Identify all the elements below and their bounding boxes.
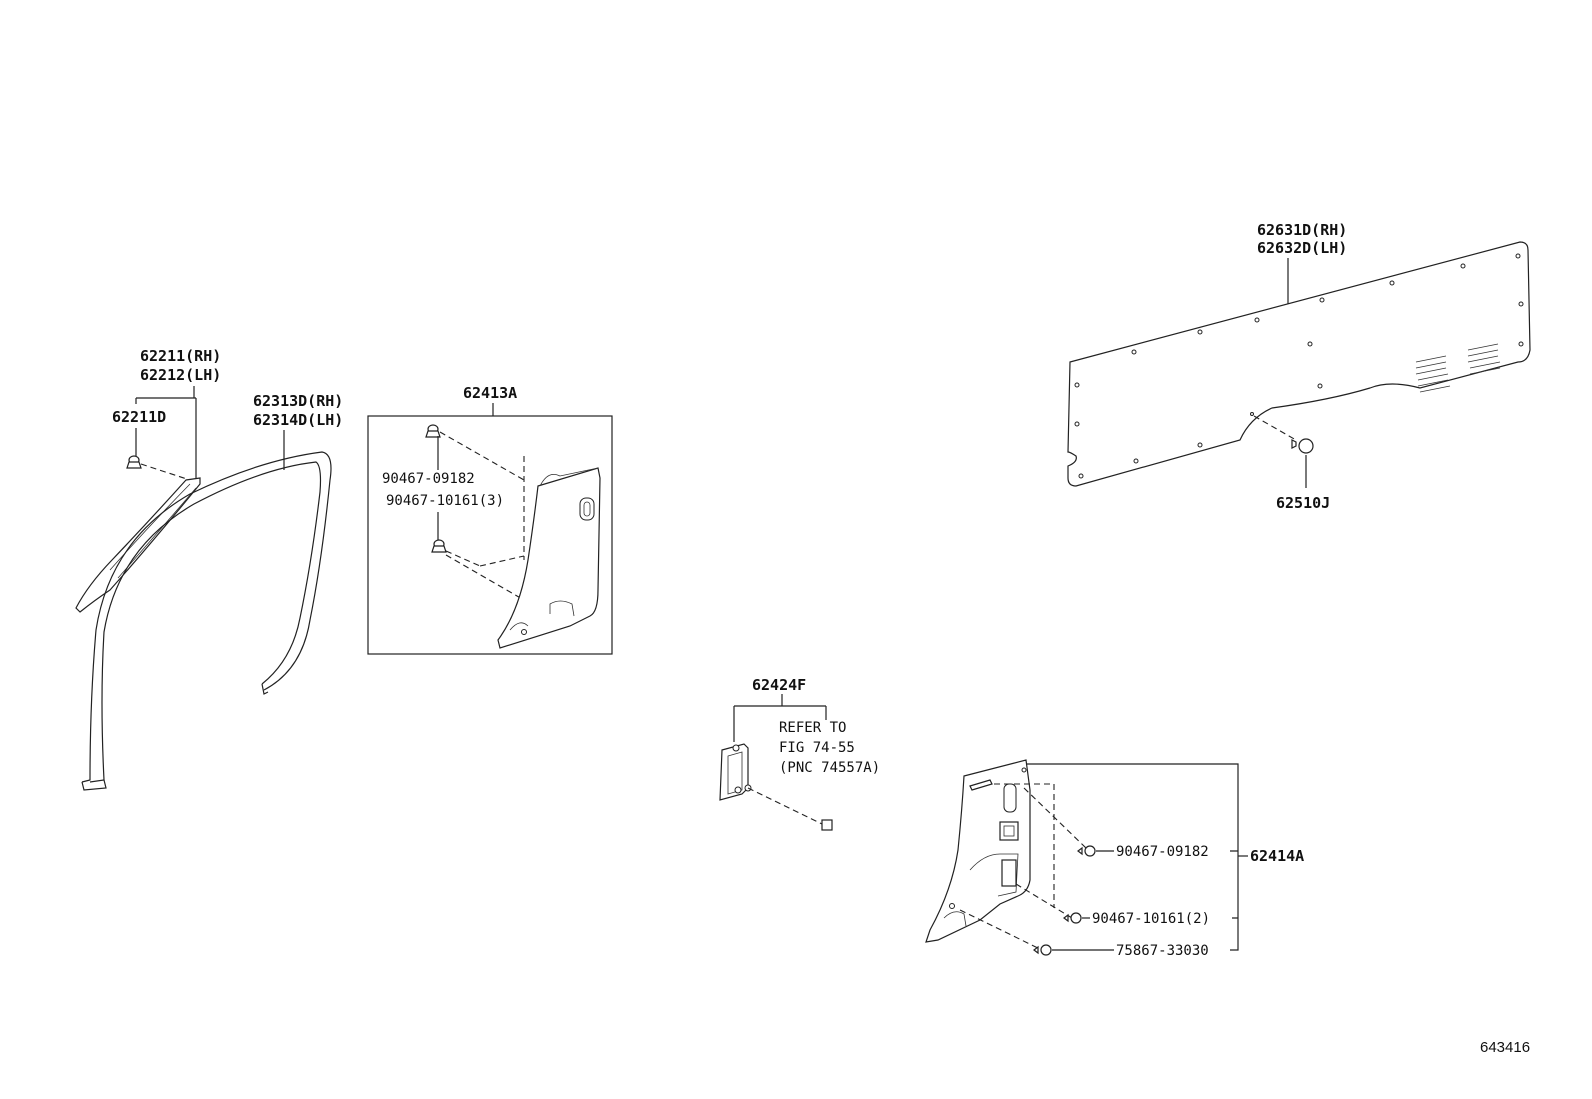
clip-icon xyxy=(1077,845,1096,857)
part-label-62424f: 62424F xyxy=(752,676,806,694)
part-label-90467-09182-b: 90467-09182 xyxy=(1116,844,1209,860)
clip-icon xyxy=(1063,912,1082,924)
panel-holes xyxy=(1074,253,1524,479)
part-label-90467-10161-b: 90467-10161(2) xyxy=(1092,911,1210,927)
clip-square xyxy=(821,819,833,831)
refer-note-line-2: FIG 74-55 xyxy=(779,740,855,756)
door-opening-weatherstrip-group: 62313D(RH) 62314D(LH) xyxy=(81,392,343,791)
part-label-62631d: 62631D(RH) xyxy=(1257,221,1347,239)
part-label-62413a: 62413A xyxy=(463,384,517,402)
screw-icon xyxy=(1033,944,1052,956)
quarter-trim-panel xyxy=(1067,241,1531,487)
part-label-62414a: 62414A xyxy=(1250,847,1304,865)
seat-belt-bracket-group: 62424F REFER TO FIG 74-55 (PNC 74557A) xyxy=(719,676,880,831)
clip-icon xyxy=(126,455,142,469)
vent-grille-left xyxy=(1415,355,1451,393)
rear-quarter-trim-group: 90467-09182 90467-10161(2) 75867-33030 6… xyxy=(925,759,1304,959)
part-label-90467-10161-a: 90467-10161(3) xyxy=(386,493,504,509)
part-label-62212: 62212(LH) xyxy=(140,366,221,384)
part-label-62314d: 62314D(LH) xyxy=(253,411,343,429)
part-label-75867-33030: 75867-33030 xyxy=(1116,943,1209,959)
clip-icon xyxy=(431,539,447,553)
figure-code: 643416 xyxy=(1480,1039,1530,1056)
refer-note-line-1: REFER TO xyxy=(779,720,846,736)
part-label-62313d: 62313D(RH) xyxy=(253,392,343,410)
clip-icon xyxy=(1291,438,1314,454)
quarter-trim-panel-group: 62631D(RH) 62632D(LH) xyxy=(1067,221,1531,512)
refer-note-line-3: (PNC 74557A) xyxy=(779,760,880,776)
vent-grille-right xyxy=(1467,343,1501,375)
cowl-side-trim-group: 62413A 90467-09182 90467-10161(3) xyxy=(367,384,613,655)
part-label-62510j: 62510J xyxy=(1276,494,1330,512)
part-label-62211d: 62211D xyxy=(112,408,166,426)
door-weatherstrip xyxy=(81,451,332,783)
clip-icon xyxy=(425,424,441,438)
cowl-trim-box xyxy=(367,415,613,655)
front-pillar-garnish-group: 62211(RH) 62212(LH) 62211D xyxy=(75,347,221,613)
part-label-90467-09182-a: 90467-09182 xyxy=(382,471,475,487)
cowl-side-trim-panel xyxy=(497,467,601,649)
pillar-garnish xyxy=(75,477,201,613)
trim-bracket xyxy=(719,743,749,801)
part-label-62211: 62211(RH) xyxy=(140,347,221,365)
part-label-62632d: 62632D(LH) xyxy=(1257,239,1347,257)
